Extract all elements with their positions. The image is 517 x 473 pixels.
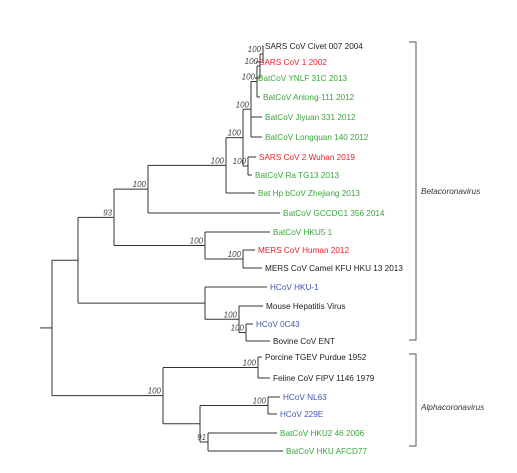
bootstrap-value: 93: [103, 208, 112, 217]
bootstrap-value: 100: [243, 359, 257, 368]
taxon-label: HCoV NL63: [283, 393, 327, 402]
bootstrap-value: 100: [242, 73, 256, 82]
bootstrap-value: 100: [236, 100, 250, 109]
taxon-label: BatCoV GCCDC1 356 2014: [283, 209, 385, 218]
bootstrap-value: 100: [228, 250, 242, 259]
taxon-label: BatCoV Anlong-111 2012: [263, 93, 355, 102]
taxon-label: BatCoV HKU5 1: [273, 228, 333, 237]
bootstrap-value: 100: [231, 324, 245, 333]
bootstrap-value: 100: [224, 310, 238, 319]
taxon-label: MERS CoV Human 2012: [258, 246, 349, 255]
taxon-label: SARS CoV 2 Wuhan 2019: [259, 153, 355, 162]
bootstrap-value: 100: [253, 397, 267, 406]
taxon-label: Porcine TGEV Purdue 1952: [265, 353, 367, 362]
bootstrap-value: 100: [133, 180, 147, 189]
alphacoronavirus-label: Alphacoronavirus: [420, 403, 484, 412]
bootstrap-value: 100: [190, 237, 204, 246]
taxon-label: SARS CoV 1 2002: [259, 58, 327, 67]
taxon-label: BatCoV HKU AFCD77: [286, 447, 367, 456]
betacoronavirus-bracket: [409, 41, 417, 341]
bootstrap-value: 100: [228, 129, 242, 138]
taxon-label: BatCoV Jiyuan 331 2012: [265, 113, 356, 122]
bootstrap-value: 100: [233, 157, 247, 166]
taxon-label: BatCoV YNLF 31C 2013: [258, 74, 348, 83]
taxon-label: HCoV HKU-1: [270, 283, 319, 292]
alphacoronavirus-bracket: [409, 353, 417, 447]
bootstrap-value: 91: [197, 433, 206, 442]
taxon-label: BatCoV Ra TG13 2013: [255, 171, 339, 180]
taxon-label: MERS CoV Camel KFU HKU 13 2013: [265, 264, 403, 273]
tree-branches: [40, 45, 283, 452]
bootstrap-value: 100: [148, 387, 162, 396]
clade-brackets: Betacoronavirus Alphacoronavirus: [409, 41, 484, 447]
taxon-label: BatCoV Longquan 140 2012: [265, 133, 369, 142]
taxon-label: Feline CoV FIPV 1146 1979: [273, 374, 375, 383]
taxon-label: HCoV 229E: [280, 410, 324, 419]
bootstrap-value: 100: [245, 57, 259, 66]
bootstrap-values: 100 100 100 100 100 100 100 100 100 100 93 100 100 10…: [103, 45, 266, 442]
bootstrap-value: 100: [211, 156, 225, 165]
taxon-label: Bat Hp bCoV Zhejiang 2013: [258, 189, 360, 198]
taxon-label: SARS CoV Civet 007 2004: [265, 42, 363, 51]
betacoronavirus-label: Betacoronavirus: [421, 187, 480, 196]
taxon-label: Bovine CoV ENT: [273, 337, 335, 346]
taxon-label: HCoV 0C43: [256, 320, 300, 329]
taxon-label: BatCoV HKU2 46 2006: [280, 429, 365, 438]
bootstrap-value: 100: [248, 45, 262, 54]
taxon-label: Mouse Hepatitis Virus: [266, 302, 345, 311]
